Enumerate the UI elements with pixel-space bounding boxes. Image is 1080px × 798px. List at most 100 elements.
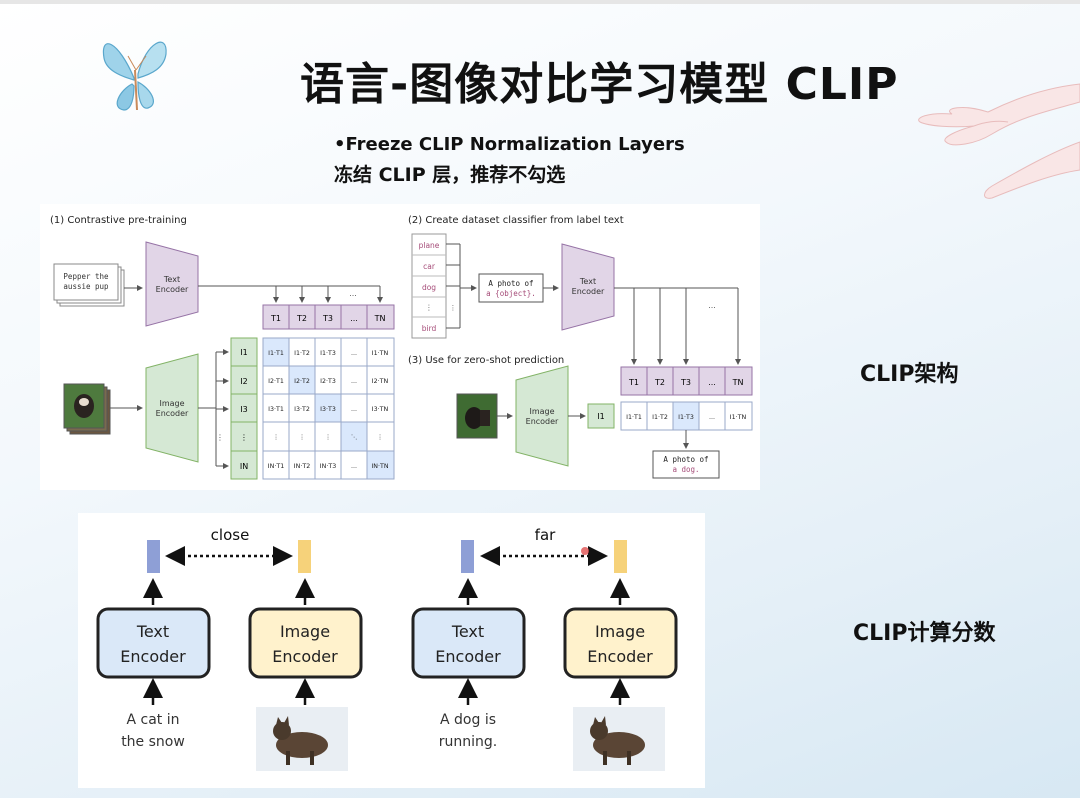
m-3-3: ⋱ [351, 434, 357, 441]
cat-photo-right [573, 707, 665, 771]
text-encoder-left-line1: Text [136, 622, 169, 641]
m-2-1: I3·T2 [294, 406, 310, 413]
clip-architecture-diagram: (1) Contrastive pre-training (2) Create … [40, 204, 760, 490]
vdots-branch: ⋮ [216, 433, 224, 442]
i-cell-4: ⋮ [240, 433, 248, 442]
m-1-1: I2·T2 [294, 378, 310, 385]
label-dog: dog [422, 283, 436, 292]
image-encoder-2-line2: Encoder [526, 417, 559, 426]
zs-t-5: TN [732, 378, 744, 387]
score-svg: close Text Encoder Image Encoder A cat i… [96, 526, 678, 771]
image-vector-right [614, 540, 627, 573]
zs-result-box: A photo of a dog. [652, 450, 720, 479]
i-cell-5: IN [240, 462, 248, 471]
t-cell-5: TN [374, 314, 386, 323]
cat-photo-left [256, 707, 348, 771]
zs-image-embedding: I1 [587, 403, 615, 429]
label-vdots: ⋮ [425, 303, 433, 312]
m-4-2: IN·T3 [320, 463, 336, 470]
image-encoder-right: Image Encoder [563, 607, 678, 679]
input-text-line2: aussie pup [63, 282, 109, 291]
subtitle-english: •Freeze CLIP Normalization Layers [334, 134, 685, 155]
ellipsis-above-t: ... [349, 289, 357, 298]
m-0-4: I1·TN [372, 350, 389, 357]
hand-illustration-icon [918, 83, 1080, 199]
zs-p-5: I1·TN [730, 414, 747, 421]
caption-left-line1: A cat in [126, 712, 179, 728]
t-cell-3: T3 [322, 314, 333, 323]
prompt-line1: A photo of [488, 279, 533, 288]
similarity-matrix: I1·T1 I1·T2 I1·T3 ... I1·TN I2·T1 I2·T2 … [262, 337, 395, 480]
butterfly-icon [102, 41, 167, 111]
m-1-4: I2·TN [372, 378, 389, 385]
i-cell-2: I2 [240, 377, 247, 386]
m-0-0: I1·T1 [268, 350, 284, 357]
label-clip-architecture: CLIP架构 [860, 362, 959, 387]
caption-left-line2: the snow [121, 734, 185, 750]
zs-t-2: T2 [654, 378, 665, 387]
label-bird: bird [422, 324, 437, 333]
zs-p-2: I1·T2 [652, 414, 668, 421]
result-line2: a dog. [672, 465, 699, 474]
text-encoder-left-line2: Encoder [120, 647, 186, 666]
m-2-3: ... [351, 406, 357, 413]
zs-i-1: I1 [597, 412, 604, 421]
section2-title: (2) Create dataset classifier from label… [408, 215, 624, 226]
t-cell-1: T1 [270, 314, 281, 323]
zs-dog-photo [456, 393, 498, 439]
image-encoder-1-line1: Image [159, 399, 184, 408]
image-encoder-2: Image Encoder [515, 365, 569, 467]
m-0-3: ... [351, 350, 357, 357]
clip-score-diagram: close Text Encoder Image Encoder A cat i… [78, 513, 705, 788]
m-1-3: ... [351, 378, 357, 385]
i-cell-1: I1 [240, 348, 247, 357]
architecture-svg: (1) Contrastive pre-training (2) Create … [50, 215, 753, 480]
m-3-1: ⋮ [299, 434, 305, 441]
text-encoder-1: Text Encoder [145, 241, 199, 327]
m-2-0: I3·T1 [268, 406, 284, 413]
prompt-line2: a {object}. [486, 289, 536, 298]
text-encoder-1-line2: Encoder [156, 285, 189, 294]
image-encoder-left: Image Encoder [248, 607, 363, 679]
image-encoder-1: Image Encoder [145, 353, 199, 463]
m-0-1: I1·T2 [294, 350, 310, 357]
i-cell-3: I3 [240, 405, 247, 414]
text-encoder-right: Text Encoder [411, 607, 526, 679]
image-encoder-2-line1: Image [529, 407, 554, 416]
zs-t-4: ... [708, 378, 716, 387]
ellipsis-zs-top: ... [708, 301, 716, 310]
text-encoder-2-line2: Encoder [572, 287, 605, 296]
label-list: plane car dog ⋮ bird [411, 233, 447, 339]
text-encoder-1-line1: Text [163, 275, 180, 284]
prompt-template-box: A photo of a {object}. [478, 273, 544, 303]
zs-p-1: I1·T1 [626, 414, 642, 421]
caption-right-line2: running. [439, 734, 497, 750]
image-encoder-left-line2: Encoder [272, 647, 338, 666]
zs-t-1: T1 [628, 378, 639, 387]
section1-title: (1) Contrastive pre-training [50, 215, 187, 226]
text-encoder-right-line1: Text [451, 622, 484, 641]
image-encoder-1-line2: Encoder [156, 409, 189, 418]
m-4-1: IN·T2 [294, 463, 310, 470]
m-0-2: I1·T3 [320, 350, 336, 357]
zs-p-3: I1·T3 [678, 414, 694, 421]
zs-text-embedding-row: T1 T2 T3 ... TN [620, 366, 753, 396]
text-encoder-left: Text Encoder [96, 607, 211, 679]
label-car: car [423, 262, 436, 271]
zs-p-4: ... [709, 414, 715, 421]
m-2-4: I3·TN [372, 406, 389, 413]
m-1-2: I2·T3 [320, 378, 336, 385]
image-vector-left [298, 540, 311, 573]
m-3-2: ⋮ [325, 434, 331, 441]
text-embedding-row: T1 T2 T3 ... TN [262, 304, 395, 330]
m-3-4: ⋮ [377, 434, 383, 441]
m-1-0: I2·T1 [268, 378, 284, 385]
m-4-4: IN·TN [371, 463, 388, 470]
text-encoder-2: Text Encoder [561, 243, 615, 331]
image-encoder-right-line2: Encoder [587, 647, 653, 666]
subtitle-chinese: 冻结 CLIP 层，推荐不勾选 [334, 164, 566, 186]
caption-right-line1: A dog is [440, 712, 496, 728]
text-vector-right [461, 540, 474, 573]
result-line1: A photo of [663, 455, 708, 464]
t-cell-2: T2 [296, 314, 307, 323]
